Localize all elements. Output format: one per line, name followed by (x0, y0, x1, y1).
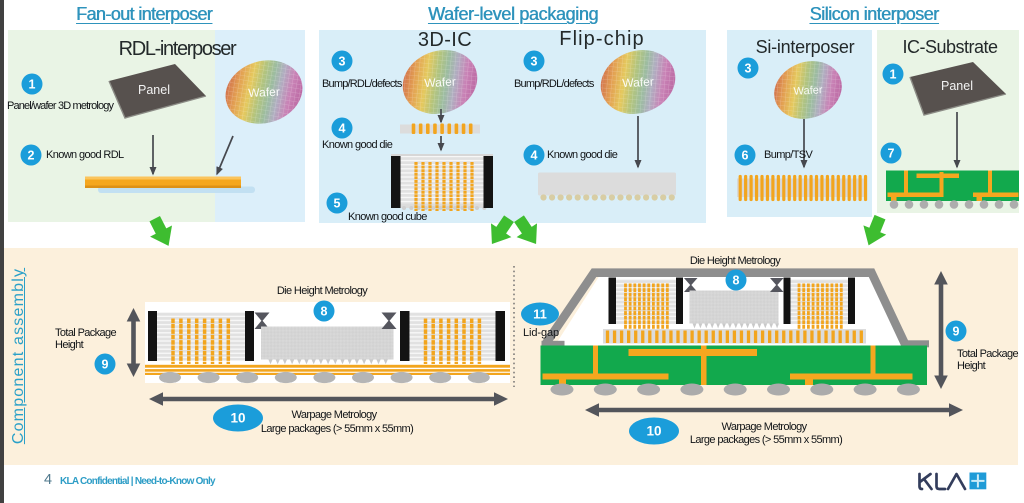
svg-text:Wafer: Wafer (424, 75, 456, 91)
svg-text:Panel: Panel (138, 83, 170, 97)
svg-text:Wafer: Wafer (793, 84, 823, 98)
svg-text:Wafer: Wafer (622, 75, 654, 91)
svg-text:Wafer: Wafer (248, 85, 280, 100)
svg-text:Panel: Panel (941, 79, 973, 93)
